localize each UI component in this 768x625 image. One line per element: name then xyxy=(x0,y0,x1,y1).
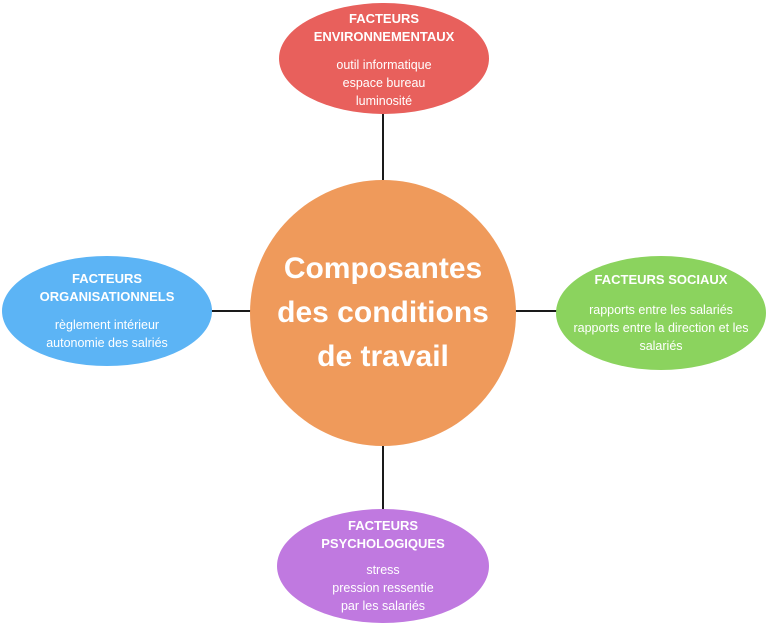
node-items: règlement intérieur autonomie des salrié… xyxy=(46,316,168,352)
connector-left xyxy=(210,310,254,312)
node-items: rapports entre les salariés rapports ent… xyxy=(573,301,748,355)
node-item: outil informatique xyxy=(336,57,432,72)
node-item: stress xyxy=(366,563,400,577)
node-organisational-factors: FACTEURS ORGANISATIONNELS règlement inté… xyxy=(2,256,212,366)
node-item: règlement intérieur xyxy=(54,318,160,332)
node-title: FACTEURS ORGANISATIONNELS xyxy=(39,271,175,304)
node-items: stress pression ressentie par les salari… xyxy=(332,561,433,615)
connector-right xyxy=(512,310,560,312)
node-environmental-factors: FACTEURS ENVIRONNEMENTAUX outil informat… xyxy=(279,3,489,114)
node-items: outil informatique espace bureau luminos… xyxy=(336,56,431,110)
node-title: FACTEURS PSYCHOLOGIQUES xyxy=(321,518,445,551)
node-psychological-factors: FACTEURS PSYCHOLOGIQUES stress pression … xyxy=(277,509,489,623)
center-node: Composantes des conditions de travail xyxy=(250,180,516,446)
node-item: luminosité xyxy=(355,93,413,108)
node-item: salariés xyxy=(639,339,683,353)
connector-bottom xyxy=(382,442,384,512)
node-item: pression ressentie xyxy=(332,581,434,595)
node-item: autonomie des salriés xyxy=(46,336,168,350)
node-social-factors: FACTEURS SOCIAUX rapports entre les sala… xyxy=(556,256,766,370)
node-item: par les salariés xyxy=(340,599,426,613)
node-title: FACTEURS SOCIAUX xyxy=(594,272,728,287)
node-item: rapports entre les salariés xyxy=(589,303,733,317)
node-title: FACTEURS ENVIRONNEMENTAUX xyxy=(313,10,455,44)
center-title: Composantes des conditions de travail xyxy=(277,252,489,373)
connector-top xyxy=(382,112,384,184)
node-item: rapports entre la direction et les xyxy=(573,321,749,335)
node-item: espace bureau xyxy=(342,75,426,90)
